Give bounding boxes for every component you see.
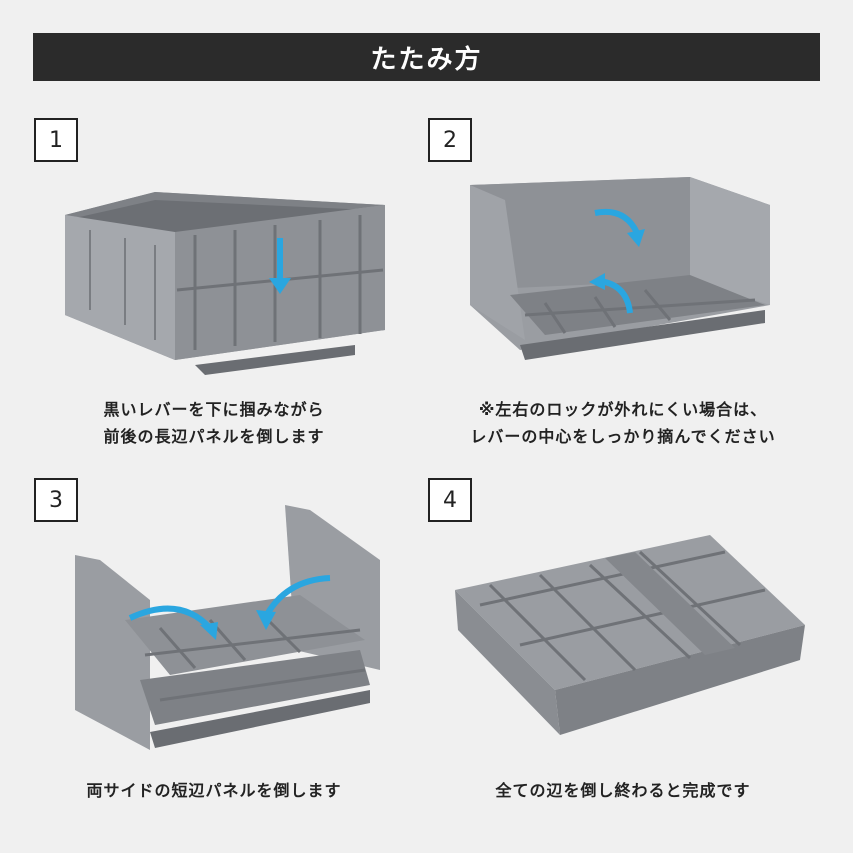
caption-line: 黒いレバーを下に掴みながら (103, 400, 325, 419)
step-2-caption: ※左右のロックが外れにくい場合は、 レバーの中心をしっかり摘んでください (428, 396, 818, 450)
page-title: たたみ方 (33, 33, 820, 81)
step-number-2: 2 (428, 118, 472, 162)
step-1-caption: 黒いレバーを下に掴みながら 前後の長辺パネルを倒します (34, 396, 394, 450)
step-4-caption: 全ての辺を倒し終わると完成です (428, 777, 818, 804)
crate-fully-folded-illustration (455, 535, 805, 735)
caption-line: 前後の長辺パネルを倒します (103, 427, 325, 446)
caption-line: 全ての辺を倒し終わると完成です (495, 781, 751, 800)
crate-open-illustration (65, 192, 385, 375)
caption-line: ※左右のロックが外れにくい場合は、 (478, 400, 768, 419)
crate-short-sides-folded-illustration (75, 505, 380, 750)
caption-line: レバーの中心をしっかり摘んでください (470, 427, 776, 446)
crate-long-sides-folded-illustration (470, 177, 770, 360)
step-number-3: 3 (34, 478, 78, 522)
caption-line: 両サイドの短辺パネルを倒します (86, 781, 342, 800)
step-number-4: 4 (428, 478, 472, 522)
step-3-caption: 両サイドの短辺パネルを倒します (34, 777, 394, 804)
step-number-1: 1 (34, 118, 78, 162)
